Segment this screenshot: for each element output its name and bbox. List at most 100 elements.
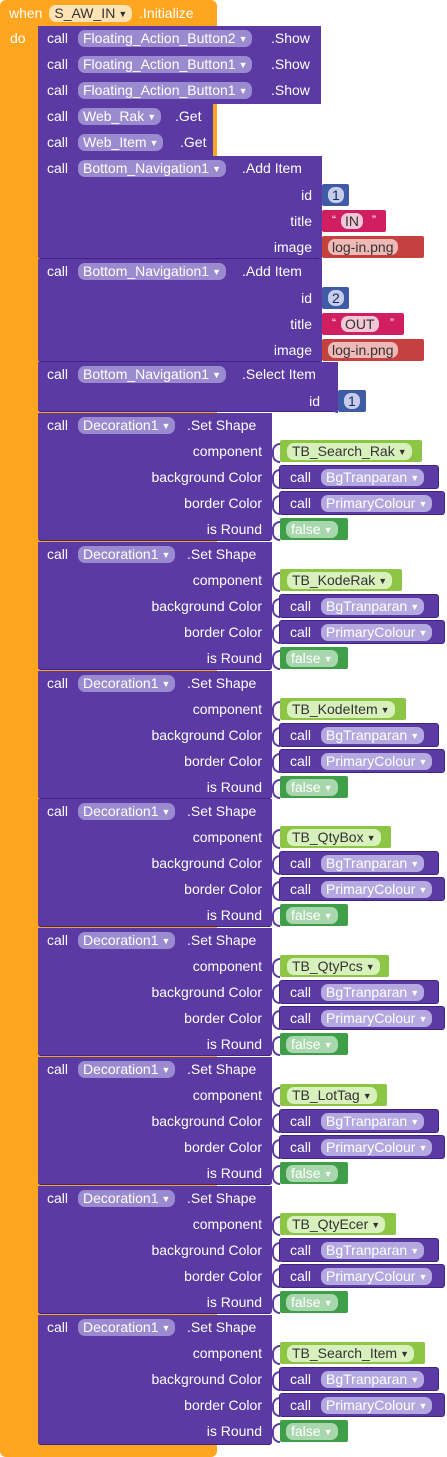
set-shape-block-2[interactable]: call Decoration1▼ .Set Shape component T… bbox=[38, 671, 444, 799]
target-component-dropdown[interactable]: TB_KodeItem▼ bbox=[287, 701, 395, 718]
border-color-call-block[interactable]: call PrimaryColour▼ bbox=[280, 1007, 444, 1029]
bg-color-procedure-dropdown[interactable]: BgTranparan▼ bbox=[321, 855, 425, 872]
show-call-block-2[interactable]: call Floating_Action_Button1▼ .Show bbox=[38, 78, 321, 104]
is-round-value-dropdown[interactable]: false▼ bbox=[286, 779, 338, 796]
set-shape-block-2-component-dropdown[interactable]: Decoration1▼ bbox=[78, 675, 176, 692]
border-color-procedure-dropdown[interactable]: PrimaryColour▼ bbox=[321, 624, 433, 641]
add-item-block-1-component-dropdown[interactable]: Bottom_Navigation1▼ bbox=[78, 263, 226, 280]
border-color-procedure-dropdown[interactable]: PrimaryColour▼ bbox=[321, 1397, 433, 1414]
component-value-block[interactable]: TB_Search_Item▼ bbox=[280, 1342, 425, 1364]
event-component-dropdown[interactable]: S_AW_IN▼ bbox=[49, 4, 133, 22]
bg-color-procedure-dropdown[interactable]: BgTranparan▼ bbox=[321, 598, 425, 615]
show-call-block-2-component-dropdown[interactable]: Floating_Action_Button1▼ bbox=[78, 82, 253, 99]
bg-color-procedure-dropdown[interactable]: BgTranparan▼ bbox=[321, 1242, 425, 1259]
border-color-call-block[interactable]: call PrimaryColour▼ bbox=[280, 1265, 444, 1287]
set-shape-block-3[interactable]: call Decoration1▼ .Set Shape component T… bbox=[38, 799, 444, 927]
is-round-boolean-block[interactable]: false▼ bbox=[280, 1033, 348, 1055]
set-shape-block-0-component-dropdown[interactable]: Decoration1▼ bbox=[78, 417, 176, 434]
is-round-boolean-block[interactable]: false▼ bbox=[280, 518, 348, 540]
component-value-block[interactable]: TB_LotTag▼ bbox=[280, 1084, 387, 1106]
background-color-call-block[interactable]: call BgTranparan▼ bbox=[280, 852, 438, 874]
get-call-block-0-component-dropdown[interactable]: Web_Rak▼ bbox=[78, 108, 162, 125]
is-round-boolean-block[interactable]: false▼ bbox=[280, 1291, 348, 1313]
border-color-call-block[interactable]: call PrimaryColour▼ bbox=[280, 621, 444, 643]
border-color-call-block[interactable]: call PrimaryColour▼ bbox=[280, 1394, 444, 1416]
background-color-call-block[interactable]: call BgTranparan▼ bbox=[280, 595, 438, 617]
set-shape-block-7-component-dropdown[interactable]: Decoration1▼ bbox=[78, 1319, 176, 1336]
bg-color-procedure-dropdown[interactable]: BgTranparan▼ bbox=[321, 727, 425, 744]
target-component-dropdown[interactable]: TB_QtyEcer▼ bbox=[287, 1216, 386, 1233]
target-component-dropdown[interactable]: TB_QtyPcs▼ bbox=[287, 958, 380, 975]
set-shape-block-6-component-dropdown[interactable]: Decoration1▼ bbox=[78, 1190, 176, 1207]
border-color-procedure-dropdown[interactable]: PrimaryColour▼ bbox=[321, 753, 433, 770]
get-call-block-0[interactable]: call Web_Rak▼ .Get bbox=[38, 104, 213, 130]
select-item-block-component-dropdown[interactable]: Bottom_Navigation1▼ bbox=[78, 366, 226, 383]
border-color-procedure-dropdown[interactable]: PrimaryColour▼ bbox=[321, 1268, 433, 1285]
set-shape-block-7[interactable]: call Decoration1▼ .Set Shape component T… bbox=[38, 1315, 444, 1445]
select-item-block[interactable]: call Bottom_Navigation1▼ .Select Item id… bbox=[38, 362, 366, 413]
border-color-procedure-dropdown[interactable]: PrimaryColour▼ bbox=[321, 1139, 433, 1156]
border-color-call-block[interactable]: call PrimaryColour▼ bbox=[280, 492, 444, 514]
component-value-block[interactable]: TB_QtyPcs▼ bbox=[280, 955, 389, 977]
bg-color-procedure-dropdown[interactable]: BgTranparan▼ bbox=[321, 1371, 425, 1388]
border-color-call-block[interactable]: call PrimaryColour▼ bbox=[280, 750, 444, 772]
background-color-call-block[interactable]: call BgTranparan▼ bbox=[280, 1239, 438, 1261]
background-color-call-block[interactable]: call BgTranparan▼ bbox=[280, 724, 438, 746]
border-color-call-block[interactable]: call PrimaryColour▼ bbox=[280, 878, 444, 900]
is-round-boolean-block[interactable]: false▼ bbox=[280, 647, 348, 669]
image-asset-block[interactable]: log-in.png bbox=[322, 339, 424, 361]
set-shape-block-3-component-dropdown[interactable]: Decoration1▼ bbox=[78, 803, 176, 820]
is-round-boolean-block[interactable]: false▼ bbox=[280, 904, 348, 926]
bg-color-procedure-dropdown[interactable]: BgTranparan▼ bbox=[321, 469, 425, 486]
is-round-value-dropdown[interactable]: false▼ bbox=[286, 650, 338, 667]
border-color-procedure-dropdown[interactable]: PrimaryColour▼ bbox=[321, 1010, 433, 1027]
is-round-boolean-block[interactable]: false▼ bbox=[280, 1420, 348, 1442]
set-shape-block-1-component-dropdown[interactable]: Decoration1▼ bbox=[78, 546, 176, 563]
is-round-value-dropdown[interactable]: false▼ bbox=[286, 907, 338, 924]
set-shape-block-6[interactable]: call Decoration1▼ .Set Shape component T… bbox=[38, 1186, 444, 1314]
background-color-call-block[interactable]: call BgTranparan▼ bbox=[280, 466, 438, 488]
background-color-call-block[interactable]: call BgTranparan▼ bbox=[280, 981, 438, 1003]
get-call-block-1[interactable]: call Web_Item▼ .Get bbox=[38, 130, 213, 156]
add-item-block-0[interactable]: call Bottom_Navigation1▼ .Add Item id 1 … bbox=[38, 156, 424, 259]
component-value-block[interactable]: TB_KodeRak▼ bbox=[280, 569, 402, 591]
component-value-block[interactable]: TB_KodeItem▼ bbox=[280, 698, 406, 720]
component-value-block[interactable]: TB_QtyBox▼ bbox=[280, 826, 391, 848]
target-component-dropdown[interactable]: TB_LotTag▼ bbox=[287, 1087, 377, 1104]
target-component-dropdown[interactable]: TB_QtyBox▼ bbox=[287, 829, 381, 846]
show-call-block-1[interactable]: call Floating_Action_Button1▼ .Show bbox=[38, 52, 321, 78]
set-shape-block-0[interactable]: call Decoration1▼ .Set Shape component T… bbox=[38, 413, 444, 541]
is-round-value-dropdown[interactable]: false▼ bbox=[286, 1423, 338, 1440]
target-component-dropdown[interactable]: TB_KodeRak▼ bbox=[287, 572, 393, 589]
is-round-value-dropdown[interactable]: false▼ bbox=[286, 521, 338, 538]
background-color-call-block[interactable]: call BgTranparan▼ bbox=[280, 1110, 438, 1132]
id-number-block[interactable]: 1 bbox=[338, 390, 366, 412]
component-value-block[interactable]: TB_QtyEcer▼ bbox=[280, 1213, 396, 1235]
target-component-dropdown[interactable]: TB_Search_Rak▼ bbox=[287, 443, 412, 460]
is-round-boolean-block[interactable]: false▼ bbox=[280, 1162, 348, 1184]
background-color-call-block[interactable]: call BgTranparan▼ bbox=[280, 1368, 438, 1390]
show-call-block-0-component-dropdown[interactable]: Floating_Action_Button2▼ bbox=[78, 30, 253, 47]
add-item-block-0-component-dropdown[interactable]: Bottom_Navigation1▼ bbox=[78, 160, 226, 177]
set-shape-block-4[interactable]: call Decoration1▼ .Set Shape component T… bbox=[38, 928, 444, 1056]
border-color-procedure-dropdown[interactable]: PrimaryColour▼ bbox=[321, 881, 433, 898]
is-round-value-dropdown[interactable]: false▼ bbox=[286, 1294, 338, 1311]
id-number-block[interactable]: 1 bbox=[322, 184, 349, 206]
is-round-value-dropdown[interactable]: false▼ bbox=[286, 1165, 338, 1182]
border-color-call-block[interactable]: call PrimaryColour▼ bbox=[280, 1136, 444, 1158]
is-round-value-dropdown[interactable]: false▼ bbox=[286, 1036, 338, 1053]
id-number-block[interactable]: 2 bbox=[322, 287, 349, 309]
add-item-block-1[interactable]: call Bottom_Navigation1▼ .Add Item id 2 … bbox=[38, 259, 424, 362]
target-component-dropdown[interactable]: TB_Search_Item▼ bbox=[287, 1345, 414, 1362]
show-call-block-1-component-dropdown[interactable]: Floating_Action_Button1▼ bbox=[78, 56, 253, 73]
is-round-boolean-block[interactable]: false▼ bbox=[280, 776, 348, 798]
set-shape-block-1[interactable]: call Decoration1▼ .Set Shape component T… bbox=[38, 542, 444, 670]
show-call-block-0[interactable]: call Floating_Action_Button2▼ .Show bbox=[38, 26, 321, 52]
set-shape-block-5[interactable]: call Decoration1▼ .Set Shape component T… bbox=[38, 1057, 444, 1185]
title-text-block[interactable]: “ IN ” bbox=[322, 210, 386, 232]
component-value-block[interactable]: TB_Search_Rak▼ bbox=[280, 440, 422, 462]
get-call-block-1-component-dropdown[interactable]: Web_Item▼ bbox=[78, 134, 164, 151]
image-asset-block[interactable]: log-in.png bbox=[322, 236, 424, 258]
set-shape-block-4-component-dropdown[interactable]: Decoration1▼ bbox=[78, 932, 176, 949]
bg-color-procedure-dropdown[interactable]: BgTranparan▼ bbox=[321, 1113, 425, 1130]
